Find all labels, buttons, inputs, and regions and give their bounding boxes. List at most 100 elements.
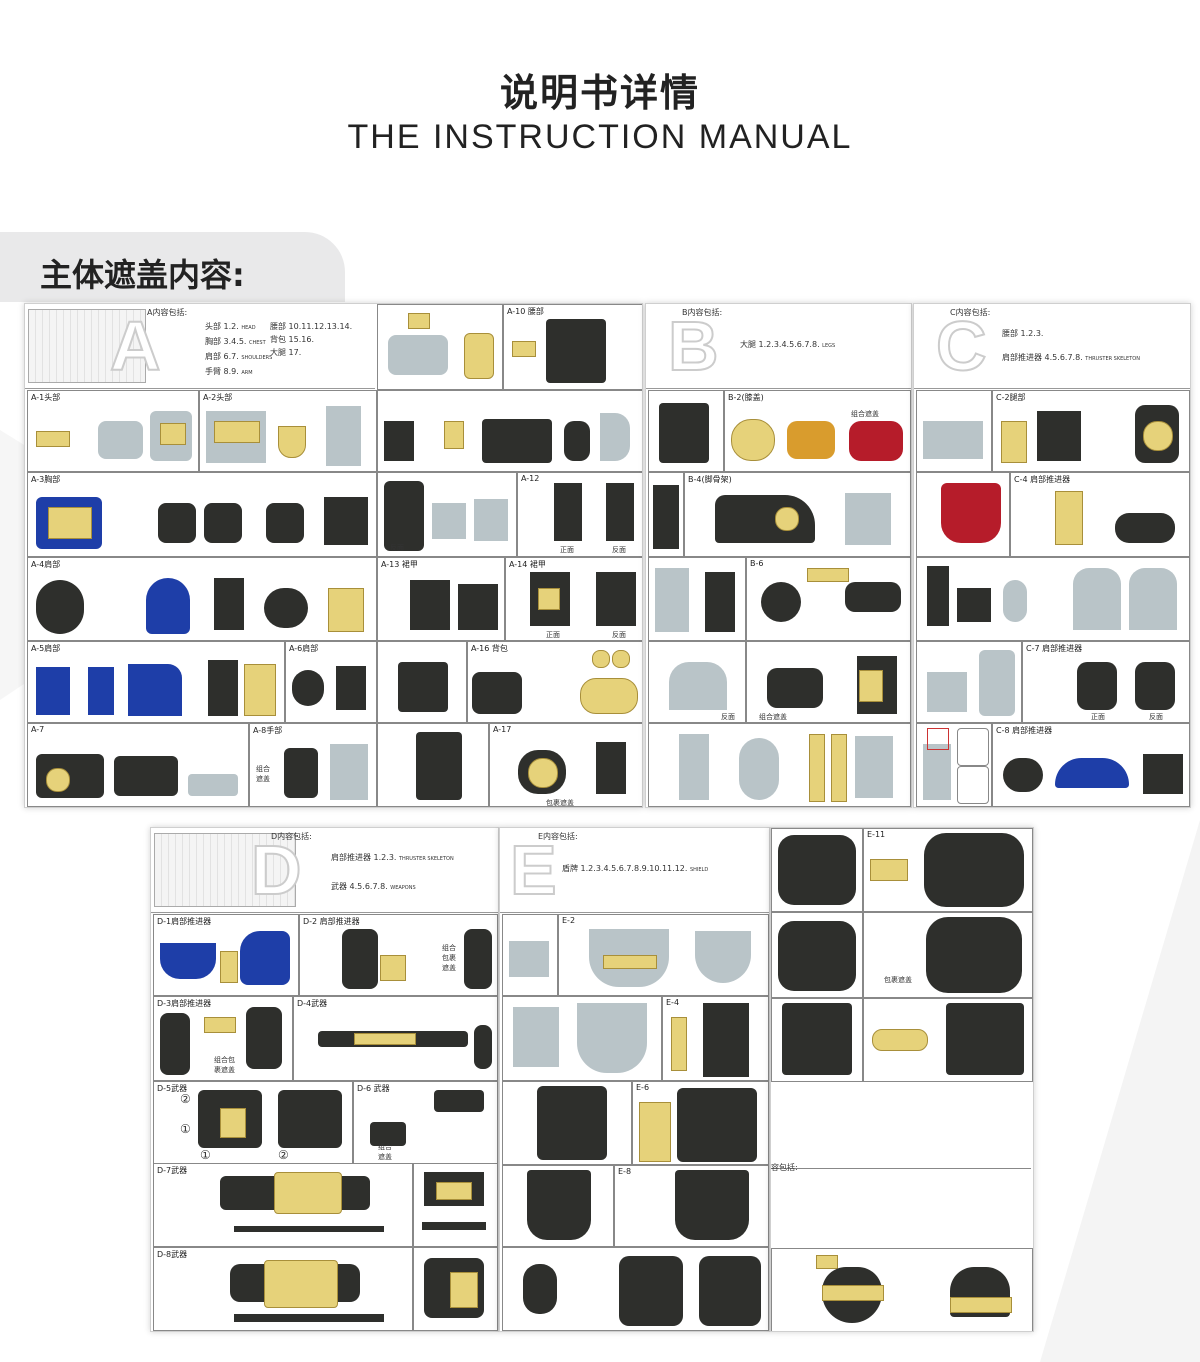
panel-a16: A-16 背包 bbox=[467, 641, 642, 723]
manual-sheet-a: A A内容包括: 头部 1.2. HEAD 胸部 3.4.5. CHEST 肩部… bbox=[24, 303, 643, 808]
manual-title-en: THE INSTRUCTION MANUAL bbox=[347, 118, 853, 156]
panel-label: A-8手部 bbox=[253, 726, 283, 735]
thruster-nozzle bbox=[1003, 580, 1027, 622]
panel-label: D-3肩部推进器 bbox=[157, 999, 212, 1008]
hand-part bbox=[330, 744, 368, 800]
mask-piece bbox=[1001, 421, 1027, 463]
skirt-armor bbox=[410, 580, 450, 630]
panel-e2: E-2 bbox=[558, 914, 769, 996]
mask-piece bbox=[870, 859, 908, 881]
part-entry: 盾牌 1.2.3.4.5.6.7.8.9.10.11.12. SHIELD bbox=[562, 864, 709, 873]
chest-frame bbox=[204, 503, 242, 543]
panel-label: D-1肩部推进器 bbox=[157, 917, 212, 926]
panel-a12: A-12 正面 反面 bbox=[517, 472, 642, 557]
mask-piece bbox=[204, 1017, 236, 1033]
waist-armor bbox=[923, 421, 983, 459]
panel-b1 bbox=[648, 390, 724, 472]
mask-ring bbox=[612, 650, 630, 668]
panel-label: B-6 bbox=[750, 559, 764, 568]
skirt-armor bbox=[432, 503, 466, 539]
panel-caption: 包裹遮盖 bbox=[546, 799, 574, 807]
shield-plate bbox=[577, 1003, 647, 1073]
sheet-d-letter: D bbox=[250, 830, 303, 910]
mask-piece bbox=[512, 341, 536, 357]
panel-a17: A-17 包裹遮盖 bbox=[489, 723, 642, 807]
thruster-frame bbox=[596, 742, 626, 794]
panel-e13: 包裹遮盖 bbox=[863, 912, 1033, 998]
crotch-part bbox=[388, 335, 448, 375]
panel-label: D-6 武器 bbox=[357, 1084, 390, 1093]
foot-frame bbox=[715, 495, 815, 543]
panel-a-backpack bbox=[377, 641, 467, 723]
thruster-cover bbox=[927, 672, 967, 712]
waist-part bbox=[384, 421, 414, 461]
sheet-b-header: B B内容包括: 大腿 1.2.3.4.5.6.7.8. LEGS bbox=[646, 304, 911, 389]
mask-piece bbox=[274, 1172, 342, 1214]
panel-b4: B-4(脚骨架) bbox=[684, 472, 911, 557]
mask-piece bbox=[1055, 491, 1083, 545]
weapon-barrel bbox=[234, 1314, 384, 1322]
panel-a14: A-14 裙甲 正面 反面 bbox=[505, 557, 642, 641]
waist-part bbox=[600, 413, 630, 461]
manual-sheet-e: E E内容包括: 盾牌 1.2.3.4.5.6.7.8.9.10.11.12. … bbox=[499, 827, 770, 1332]
mask-piece bbox=[859, 670, 883, 702]
panel-c2: C-2腿部 bbox=[992, 390, 1190, 472]
panel-c7: C-7 肩部推进器 正面 反面 bbox=[1022, 641, 1190, 723]
chest-frame bbox=[266, 503, 304, 543]
part-entry: 手臂 8.9. ARM bbox=[205, 367, 253, 376]
mask-piece bbox=[444, 421, 464, 449]
panel-label: A-4肩部 bbox=[31, 560, 61, 569]
part-entry: 腰部 10.11.12.13.14. bbox=[270, 322, 353, 331]
panel-d1: D-1肩部推进器 bbox=[153, 914, 299, 996]
shoulder-armor bbox=[36, 667, 70, 715]
panel-label: A-16 背包 bbox=[471, 644, 508, 653]
shield-frame bbox=[782, 1003, 852, 1075]
panel-d3: D-3肩部推进器 组合包裹遮盖 bbox=[153, 996, 293, 1081]
panel-label: A-14 裙甲 bbox=[509, 560, 546, 569]
panel-label: A-1头部 bbox=[31, 393, 61, 402]
sheet-e-header: E E内容包括: 盾牌 1.2.3.4.5.6.7.8.9.10.11.12. … bbox=[500, 828, 769, 913]
panel-f1 bbox=[771, 1248, 1033, 1331]
thruster-ring bbox=[1115, 513, 1175, 543]
circled-number: ② bbox=[278, 1148, 289, 1162]
mask-piece bbox=[220, 1108, 246, 1138]
panel-caption: 反面 bbox=[612, 546, 626, 554]
leg-armor bbox=[669, 662, 727, 710]
thruster-part bbox=[246, 1007, 282, 1069]
panel-b5 bbox=[648, 557, 746, 641]
panel-e7 bbox=[502, 1165, 614, 1247]
manual-sheet-b: B B内容包括: 大腿 1.2.3.4.5.6.7.8. LEGS B-2(膝盖… bbox=[645, 303, 912, 808]
panel-c8: C-8 肩部推进器 bbox=[992, 723, 1190, 807]
panel-a13: A-13 裙甲 bbox=[377, 557, 505, 641]
panel-label: A-13 裙甲 bbox=[381, 560, 418, 569]
sheet-a-part-list-2: 腰部 10.11.12.13.14. 背包 15.16. 大腿 17. bbox=[270, 320, 352, 359]
skirt-frame bbox=[554, 483, 582, 541]
weapon-part bbox=[370, 1122, 406, 1146]
panel-c4: C-4 肩部推进器 bbox=[1010, 472, 1190, 557]
detail-box bbox=[927, 728, 949, 750]
arm-part bbox=[188, 774, 238, 796]
shoulder-frame bbox=[214, 578, 244, 630]
part-entry: 胸部 3.4.5. CHEST bbox=[205, 337, 266, 346]
part-entry: 肩部推进器 1.2.3. THRUSTER SKELETON bbox=[331, 853, 454, 862]
section-title: 主体遮盖内容: bbox=[40, 256, 245, 294]
sheet-d-thumbnail bbox=[154, 833, 296, 907]
panel-b6: B-6 bbox=[746, 557, 911, 641]
panel-c-detail bbox=[916, 723, 992, 807]
panel-label: A-6肩部 bbox=[289, 644, 319, 653]
waist-part bbox=[564, 421, 590, 461]
skirt-armor bbox=[474, 499, 508, 541]
leg-frame bbox=[705, 572, 735, 632]
skirt-armor bbox=[596, 572, 636, 626]
panel-caption: 组合遮盖 bbox=[378, 1143, 392, 1161]
sheet-e-content-label: E内容包括: bbox=[538, 832, 578, 841]
shield-frame bbox=[619, 1256, 683, 1326]
knee-armor bbox=[849, 421, 903, 461]
mask-piece bbox=[816, 1255, 838, 1269]
panel-e15 bbox=[863, 998, 1033, 1082]
sheet-b-content-label: B内容包括: bbox=[682, 308, 723, 317]
panel-label: B-4(脚骨架) bbox=[688, 475, 732, 484]
thruster-part bbox=[160, 1013, 190, 1075]
panel-label: A-2头部 bbox=[203, 393, 233, 402]
shield-core bbox=[778, 921, 856, 991]
